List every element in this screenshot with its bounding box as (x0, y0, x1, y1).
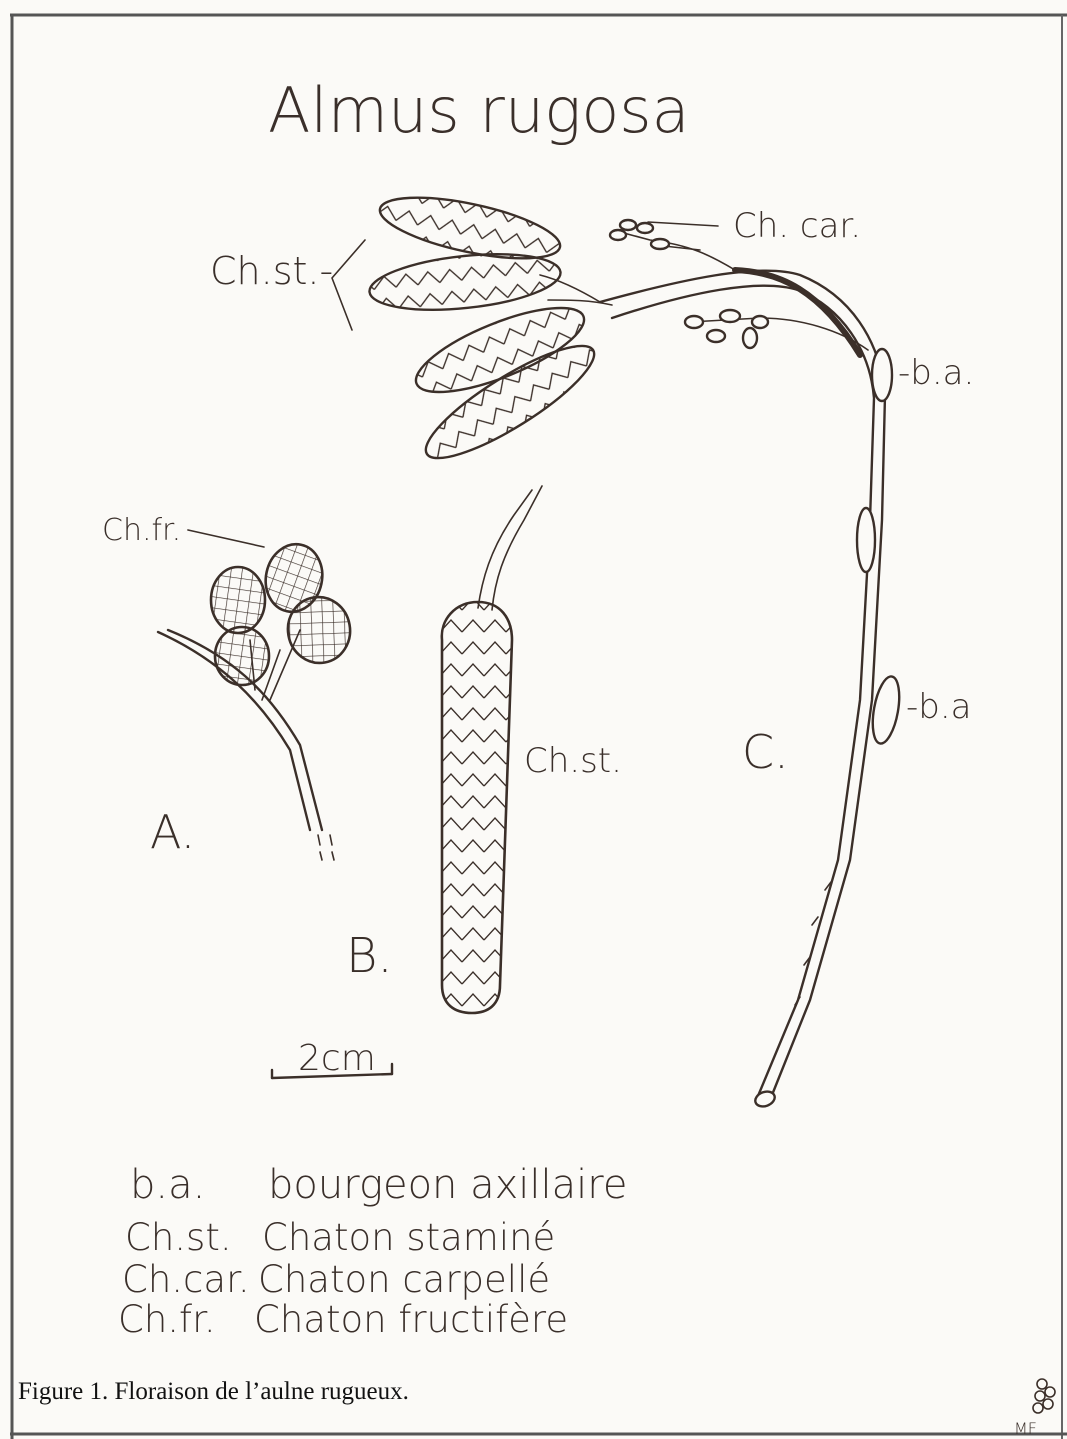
staminate-catkins-cluster (367, 185, 607, 475)
legend-text: Chaton fructifère (254, 1298, 568, 1341)
title: Almus rugosa (268, 74, 690, 147)
carpellate-catkins-lower (685, 310, 768, 348)
legend-text: bourgeon axillaire (268, 1162, 627, 1208)
legend-abbr: Ch.car. (122, 1258, 250, 1301)
legend-text: Chaton staminé (262, 1216, 555, 1259)
signature-initials: MF (1014, 1419, 1037, 1438)
scale-label: 2cm (298, 1038, 376, 1079)
legend: b.a. bourgeon axillaire Ch.st. Chaton st… (118, 1162, 627, 1341)
label-ch-car: Ch. car. (733, 206, 861, 246)
axillary-bud-mid (857, 508, 875, 572)
label-ch-st-top: Ch.st.- (210, 249, 333, 293)
axillary-bud-top (872, 349, 892, 401)
legend-abbr: Ch.fr. (118, 1298, 216, 1341)
label-panel-c: C. (742, 725, 789, 779)
ch-st-leader (332, 240, 365, 330)
ch-car-leader (648, 222, 718, 226)
artist-signature: MF (1014, 1379, 1055, 1438)
label-ba-top: -b.a. (898, 353, 974, 393)
ch-fr-leader (188, 530, 264, 547)
carpellate-catkins-upper (610, 220, 669, 249)
label-panel-a: A. (150, 805, 195, 859)
legend-text: Chaton carpellé (258, 1258, 550, 1301)
legend-abbr: Ch.st. (125, 1216, 232, 1259)
label-ch-fr: Ch.fr. (102, 513, 181, 548)
label-panel-b: B. (346, 928, 393, 984)
figure-caption: Figure 1. Floraison de l’aulne rugueux. (18, 1378, 409, 1406)
legend-abbr: b.a. (130, 1162, 205, 1208)
label-ba-mid: -b.a (906, 687, 972, 727)
label-ch-st-b: Ch.st. (524, 741, 622, 781)
